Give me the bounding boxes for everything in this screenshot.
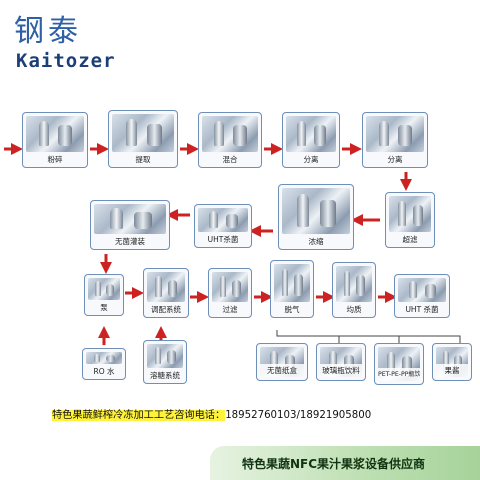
- step-separate-2: 分离: [362, 112, 428, 168]
- step-uht-2-image: [398, 278, 446, 302]
- step-ro-water-label: RO 水: [93, 367, 115, 376]
- step-concentrate-label: 浓缩: [308, 237, 324, 246]
- step-aseptic-fill: 无菌灌装: [90, 200, 170, 250]
- output-glass-bottle-label: 玻璃瓶饮料: [320, 364, 362, 377]
- step-extract-image: [112, 114, 174, 152]
- step-sugar-system: 溶糖系统: [143, 340, 187, 384]
- step-extract: 提取: [108, 110, 178, 168]
- step-aseptic-fill-image: [94, 204, 166, 234]
- step-filter-image: [212, 272, 248, 302]
- brand-logo-en: Kaitozer: [16, 50, 116, 72]
- step-crush-label: 粉碎: [47, 155, 63, 164]
- step-pump: 泵: [84, 274, 124, 316]
- output-pet-bottle: PET-PE-PP瓶饮料: [374, 343, 424, 385]
- step-concentrate-image: [282, 188, 350, 234]
- step-filter: 过滤: [208, 268, 252, 318]
- step-uht-1-image: [198, 208, 248, 232]
- step-homogenize: 均质: [332, 262, 376, 318]
- step-ro-water: RO 水: [82, 348, 126, 380]
- step-uht-1: UHT杀菌: [194, 204, 252, 248]
- step-extract-label: 提取: [135, 155, 151, 164]
- step-pump-label: 泵: [100, 303, 108, 312]
- step-crush-image: [26, 116, 84, 152]
- step-blending-image: [147, 272, 185, 302]
- output-jam-label: 果酱: [436, 364, 468, 377]
- output-jam: 果酱: [432, 343, 472, 381]
- step-separate-1-label: 分离: [303, 155, 319, 164]
- step-uht-1-label: UHT杀菌: [207, 235, 239, 244]
- step-aseptic-fill-label: 无菌灌装: [115, 237, 145, 246]
- step-crush: 粉碎: [22, 112, 88, 168]
- step-ro-water-image: [86, 352, 122, 364]
- step-uht-2-label: UHT 杀菌: [405, 305, 439, 314]
- step-degas-label: 脱气: [284, 305, 300, 314]
- brand-logo-cn: 钢泰: [14, 14, 82, 49]
- step-homogenize-label: 均质: [346, 305, 362, 314]
- step-pump-image: [88, 278, 120, 300]
- step-separate-2-image: [366, 116, 424, 152]
- contact-line: 特色果蔬鲜榨冷冻加工工艺咨询电话：18952760103/18921905800: [52, 406, 371, 421]
- step-ultrafilter-label: 超滤: [402, 235, 418, 244]
- step-blending-label: 调配系统: [151, 305, 181, 314]
- step-degas: 脱气: [270, 260, 314, 318]
- step-separate-1-image: [286, 116, 336, 152]
- output-aseptic-carton-label: 无菌纸盒: [260, 364, 304, 377]
- step-separate-1: 分离: [282, 112, 340, 168]
- step-mix: 混合: [198, 112, 262, 168]
- output-pet-bottle-label: PET-PE-PP瓶饮料: [378, 368, 420, 381]
- step-sugar-system-label: 溶糖系统: [150, 371, 180, 380]
- supplier-banner-text: 特色果蔬NFC果汁果浆设备供应商: [242, 457, 426, 471]
- supplier-banner: 特色果蔬NFC果汁果浆设备供应商: [210, 446, 480, 480]
- step-concentrate: 浓缩: [278, 184, 354, 250]
- step-blending: 调配系统: [143, 268, 189, 318]
- step-degas-image: [274, 264, 310, 302]
- step-homogenize-image: [336, 266, 372, 302]
- step-mix-image: [202, 116, 258, 152]
- step-separate-2-label: 分离: [387, 155, 403, 164]
- contact-phone: 18952760103/18921905800: [225, 410, 372, 421]
- branch-line: [276, 330, 461, 343]
- output-aseptic-carton: 无菌纸盒: [256, 343, 308, 381]
- contact-label: 特色果蔬鲜榨冷冻加工工艺咨询电话：: [52, 410, 226, 421]
- step-ultrafilter: 超滤: [385, 192, 435, 248]
- output-glass-bottle: 玻璃瓶饮料: [316, 343, 366, 381]
- step-sugar-system-image: [147, 344, 183, 368]
- step-ultrafilter-image: [389, 196, 431, 232]
- step-uht-2: UHT 杀菌: [394, 274, 450, 318]
- step-filter-label: 过滤: [222, 305, 238, 314]
- step-mix-label: 混合: [222, 155, 238, 164]
